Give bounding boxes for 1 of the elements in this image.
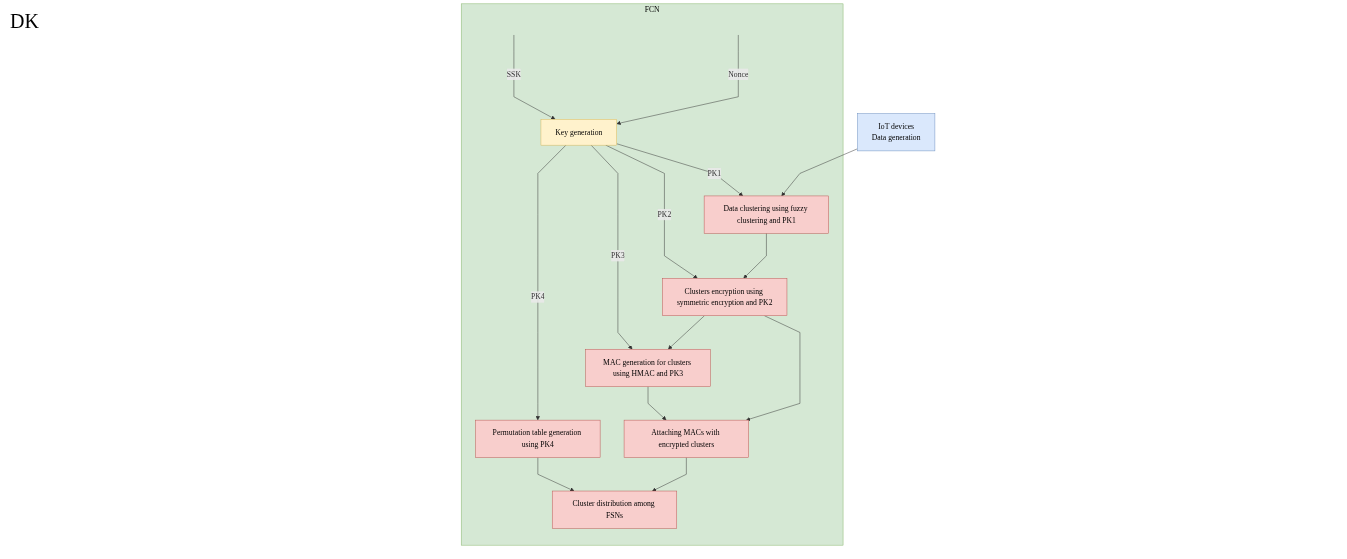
trunk-label: DK xyxy=(10,10,39,33)
